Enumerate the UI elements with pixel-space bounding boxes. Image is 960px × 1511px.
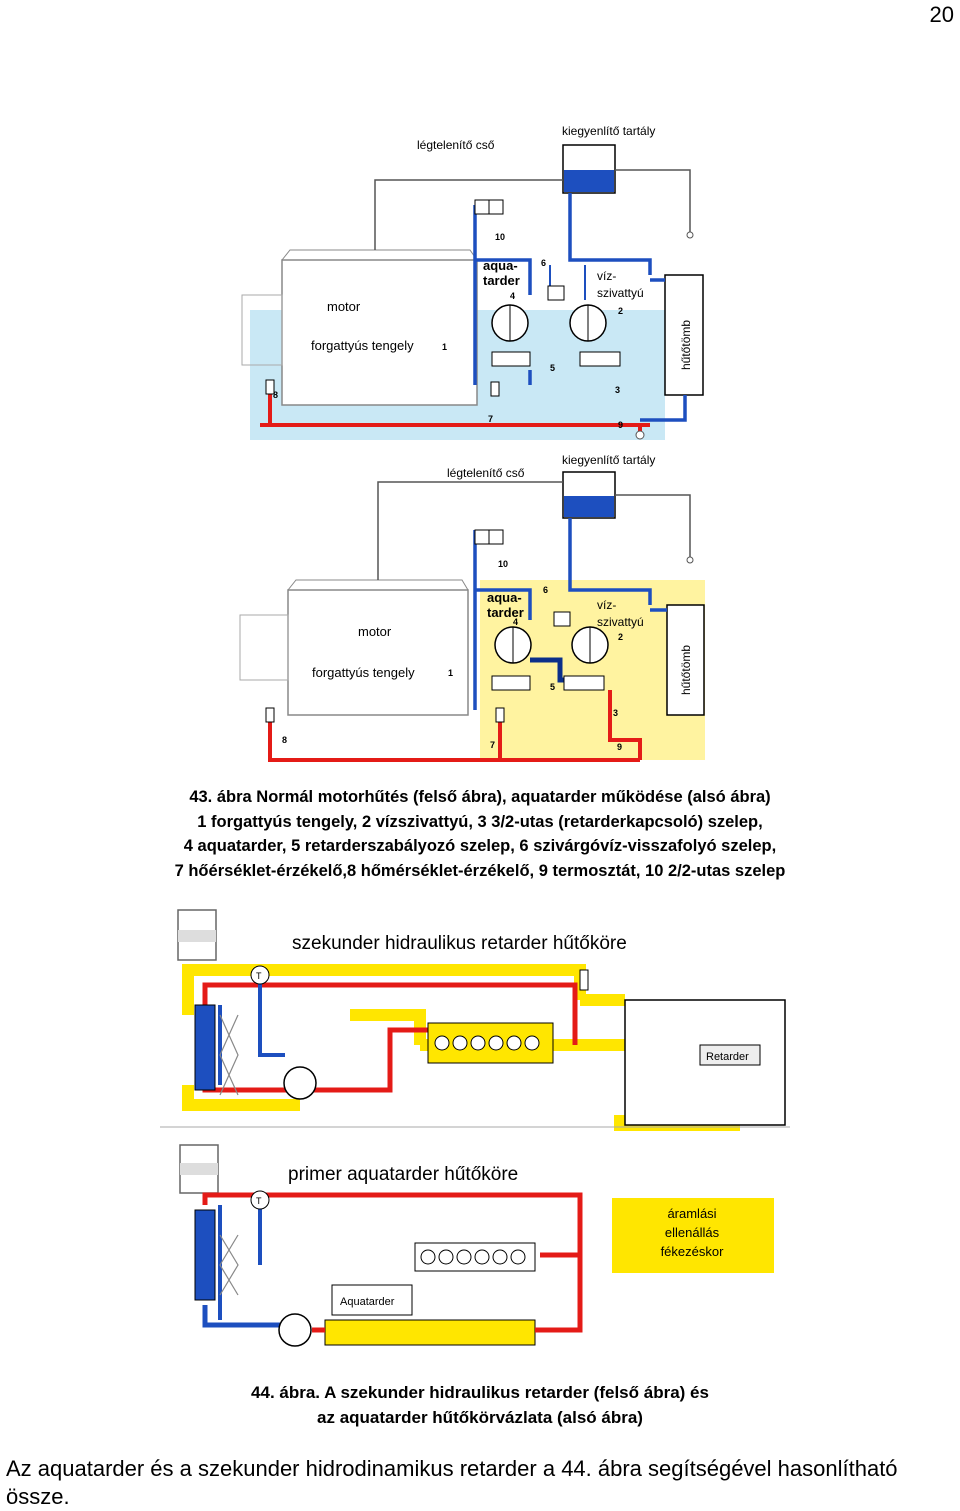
label-expansion-tank-2: kiegyenlítő tartály (562, 453, 655, 467)
figure-44-caption: 44. ábra. A szekunder hidraulikus retard… (0, 1380, 960, 1430)
label-radiator-2: hűtőtömb (679, 645, 693, 695)
label-n2: 2 (618, 306, 623, 316)
body-paragraph: Az aquatarder és a szekunder hidrodinami… (6, 1455, 956, 1511)
caption-43-line-4: 7 hőérséklet-érzékelő,8 hőmérséklet-érzé… (0, 859, 960, 884)
sensor-7-b (496, 708, 504, 722)
thermostat-label: T (256, 971, 262, 981)
label-b-n2: 2 (618, 632, 623, 642)
caption-44-line-2: az aquatarder hűtőkörvázlata (alsó ábra) (0, 1405, 960, 1430)
label-motor: motor (327, 299, 361, 314)
box-line-2: ellenállás (665, 1225, 720, 1240)
label-n10: 10 (495, 232, 505, 242)
pump-icon (284, 1067, 316, 1099)
title-primary: primer aquatarder hűtőköre (288, 1164, 518, 1185)
aquatarder-label: Aquatarder (340, 1296, 395, 1308)
label-expansion-tank: kiegyenlítő tartály (562, 124, 655, 138)
label-aqua: aqua- (483, 258, 518, 273)
radiator-icon-2 (195, 1210, 215, 1300)
radiator-icon (195, 1005, 215, 1090)
label-viz: víz- (597, 269, 616, 283)
label-crankshaft-2: forgattyús tengely (312, 665, 415, 680)
expansion-tank (563, 145, 615, 193)
engine-icon-2 (325, 1320, 535, 1345)
caption-43-line-2: 1 forgattyús tengely, 2 vízszivattyú, 3 … (0, 810, 960, 835)
label-pump: szivattyú (597, 286, 644, 300)
label-vent-pipe: légtelenítő cső (417, 138, 495, 152)
label-vent-pipe-2: légtelenítő cső (447, 466, 525, 480)
label-b-n5: 5 (550, 682, 555, 692)
figure-44-diagram: szekunder hidraulikus retarder hűtőköre … (160, 905, 810, 1370)
label-b-n10: 10 (498, 559, 508, 569)
valve-3-b (564, 676, 604, 690)
valve-6 (548, 286, 564, 300)
label-b-n4: 4 (513, 617, 518, 627)
thermostat-label-2: T (256, 1196, 262, 1206)
label-motor-2: motor (358, 624, 392, 639)
valve-6-b (554, 612, 570, 626)
pump-icon-2 (279, 1314, 311, 1346)
label-aqua-2: aqua- (487, 590, 522, 605)
label-tarder: tarder (483, 273, 520, 288)
box-line-1: áramlási (667, 1206, 716, 1221)
primary-aquatarder-circuit: primer aquatarder hűtőköre T Aquatarder … (180, 1145, 774, 1346)
label-n1: 1 (442, 342, 447, 352)
secondary-retarder-circuit: szekunder hidraulikus retarder hűtőköre … (160, 910, 790, 1127)
label-n7: 7 (488, 414, 493, 424)
label-n3: 3 (615, 385, 620, 395)
label-n6: 6 (541, 258, 546, 268)
label-n4: 4 (510, 291, 515, 301)
valve-3 (580, 352, 620, 366)
schematic-normal-cooling: légtelenítő cső kiegyenlítő tartály moto… (242, 124, 703, 440)
figure-43-diagram: légtelenítő cső kiegyenlítő tartály moto… (230, 100, 730, 770)
box-line-3: fékezéskor (661, 1244, 725, 1259)
valve-5-b (492, 676, 530, 690)
valve-10 (475, 200, 503, 214)
label-pump-2: szivattyú (597, 615, 644, 629)
schematic-aquatarder-active: légtelenítő cső kiegyenlítő tartály moto… (240, 453, 705, 760)
page-number: 20 (930, 2, 954, 28)
expansion-tank-2 (563, 472, 615, 518)
label-viz-2: víz- (597, 598, 616, 612)
caption-43-line-1: 43. ábra Normál motorhűtés (felső ábra),… (0, 785, 960, 810)
label-b-n7: 7 (490, 740, 495, 750)
label-radiator: hűtőtömb (679, 320, 693, 370)
label-n9: 9 (618, 420, 623, 430)
caption-43-line-3: 4 aquatarder, 5 retarderszabályozó szele… (0, 834, 960, 859)
caption-44-line-1: 44. ábra. A szekunder hidraulikus retard… (0, 1380, 960, 1405)
motor-block-2 (240, 580, 468, 715)
sensor-8-b (266, 708, 274, 722)
label-b-n8: 8 (282, 735, 287, 745)
label-b-n1: 1 (448, 668, 453, 678)
label-b-n9: 9 (617, 742, 622, 752)
label-b-n3: 3 (613, 708, 618, 718)
valve-10-b (475, 530, 503, 544)
label-n5: 5 (550, 363, 555, 373)
valve-5 (492, 352, 530, 366)
figure-43-caption: 43. ábra Normál motorhűtés (felső ábra),… (0, 785, 960, 883)
sensor-7 (491, 382, 499, 396)
label-n8: 8 (273, 390, 278, 400)
title-secondary: szekunder hidraulikus retarder hűtőköre (292, 933, 627, 954)
label-crankshaft: forgattyús tengely (311, 338, 414, 353)
label-b-n6: 6 (543, 585, 548, 595)
retarder-label: Retarder (706, 1051, 749, 1063)
label-tarder-2: tarder (487, 605, 524, 620)
